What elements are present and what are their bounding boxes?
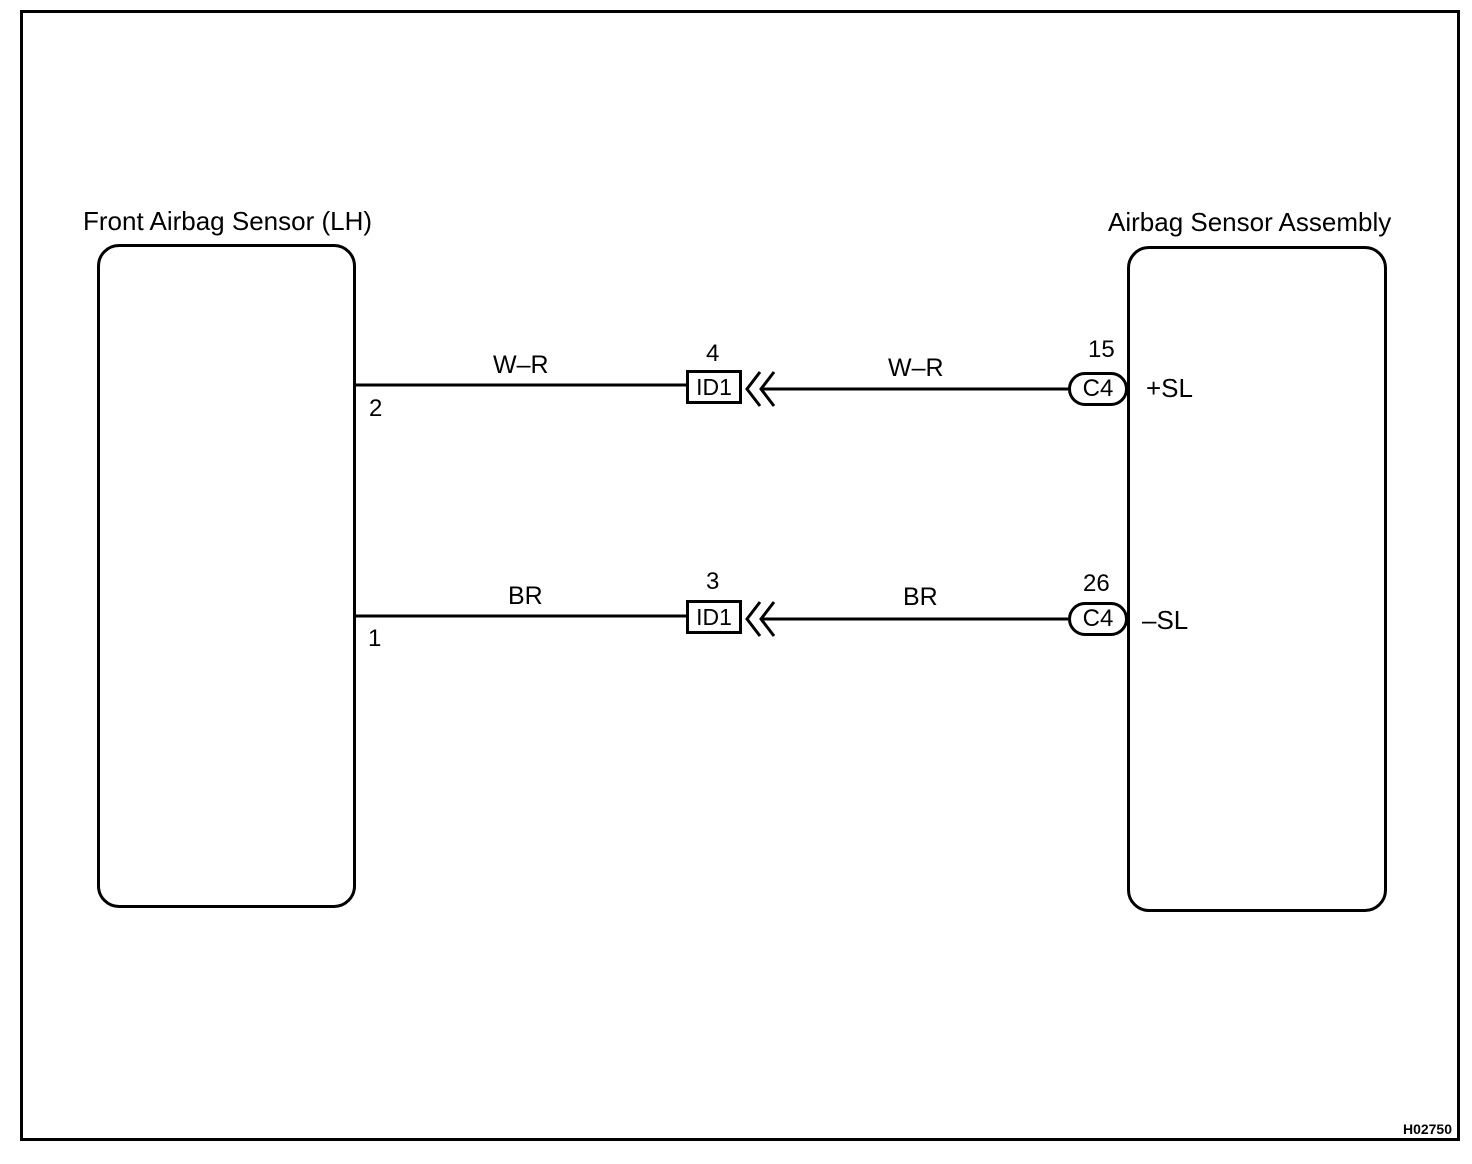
arrow-chevron-upper-1 [745, 371, 762, 407]
junction-connector-id1: ID1 [686, 600, 742, 634]
left-pin-number: 2 [369, 395, 383, 422]
ecu-pin-number: 15 [1088, 336, 1115, 363]
diagram-frame [20, 10, 1460, 1141]
terminal-minus-sl: –SL [1142, 605, 1189, 635]
wire-color-label: W–R [493, 351, 549, 379]
figure-code: H02750 [1402, 1121, 1452, 1137]
ecu-connector-c4: C4 [1068, 372, 1128, 406]
ecu-connector-c4: C4 [1068, 602, 1128, 636]
wire-color-label: W–R [888, 354, 944, 382]
junction-pin-number: 3 [706, 568, 720, 595]
terminal-plus-sl: +SL [1146, 373, 1193, 403]
junction-connector-id1: ID1 [686, 370, 742, 404]
front-airbag-sensor-box [97, 244, 356, 908]
ecu-pin-number: 26 [1083, 570, 1110, 597]
wire-color-label: BR [903, 583, 938, 611]
left-pin-number: 1 [368, 625, 382, 652]
front-airbag-sensor-title: Front Airbag Sensor (LH) [83, 206, 373, 236]
wire-color-label: BR [508, 582, 543, 610]
junction-pin-number: 4 [706, 340, 720, 367]
airbag-sensor-assembly-title: Airbag Sensor Assembly [1108, 207, 1392, 237]
arrow-chevron-lower-1 [745, 601, 762, 637]
airbag-sensor-assembly-box [1127, 246, 1387, 912]
